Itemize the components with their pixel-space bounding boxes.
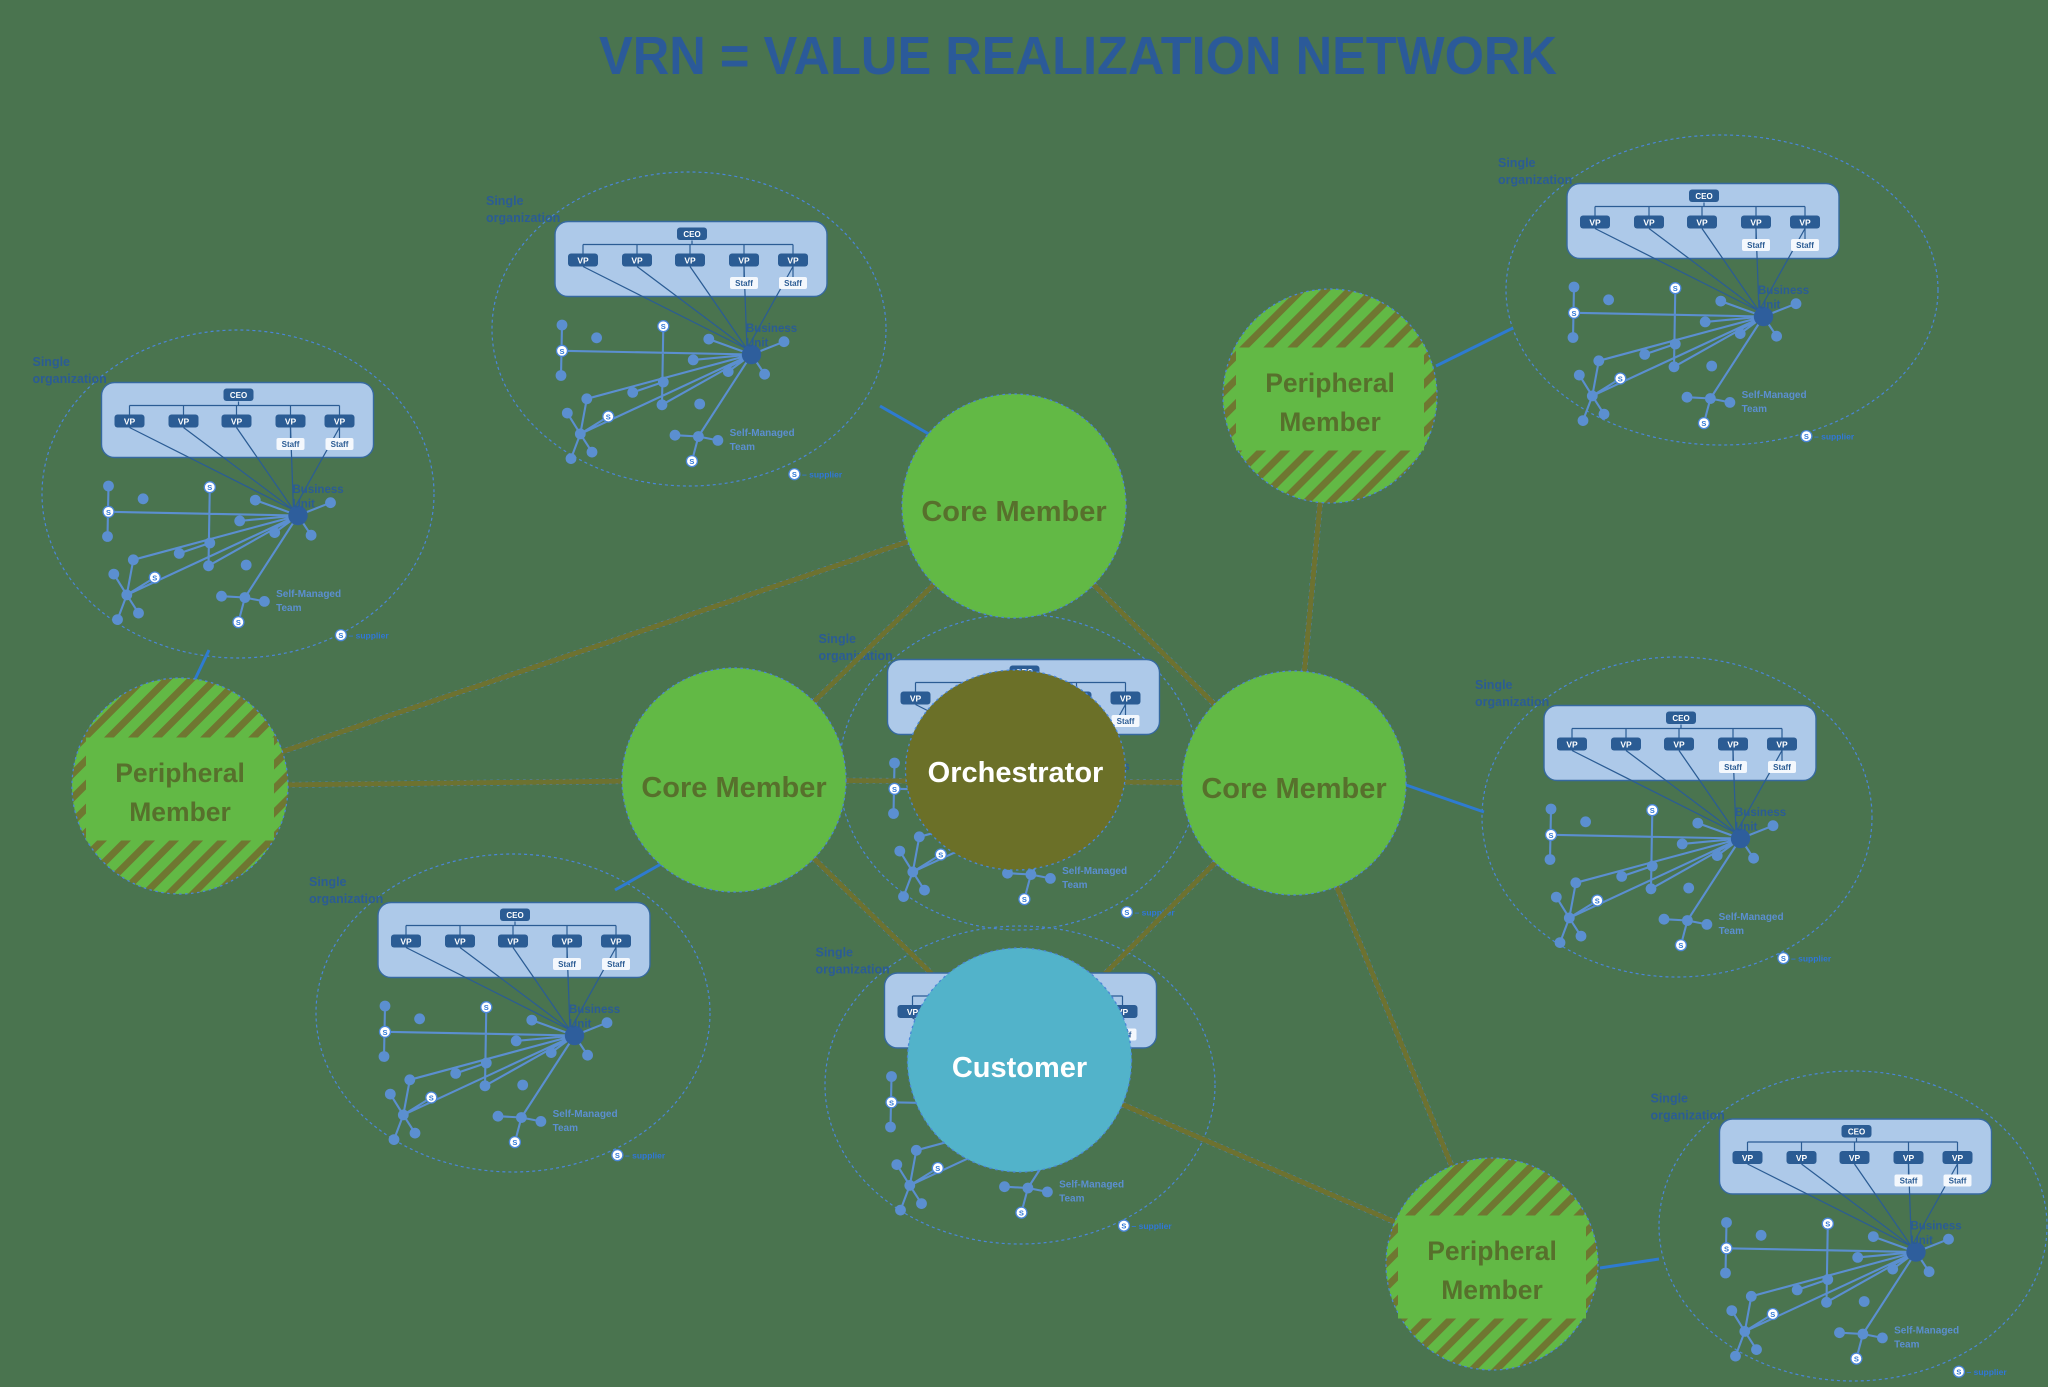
svg-text:Core Member: Core Member xyxy=(641,772,826,804)
svg-text:Peripheral: Peripheral xyxy=(1427,1236,1557,1266)
svg-text:Member: Member xyxy=(1279,407,1381,437)
svg-text:Peripheral: Peripheral xyxy=(1265,368,1395,398)
svg-text:VRN = VALUE REALIZATION NETWOR: VRN = VALUE REALIZATION NETWORK xyxy=(599,26,1557,86)
svg-text:Orchestrator: Orchestrator xyxy=(928,757,1104,789)
svg-text:Member: Member xyxy=(1441,1275,1543,1305)
svg-text:Customer: Customer xyxy=(952,1052,1087,1084)
svg-text:Core Member: Core Member xyxy=(921,496,1106,528)
svg-text:Peripheral: Peripheral xyxy=(115,758,245,788)
svg-text:Core Member: Core Member xyxy=(1201,773,1386,805)
svg-text:Member: Member xyxy=(129,797,231,827)
